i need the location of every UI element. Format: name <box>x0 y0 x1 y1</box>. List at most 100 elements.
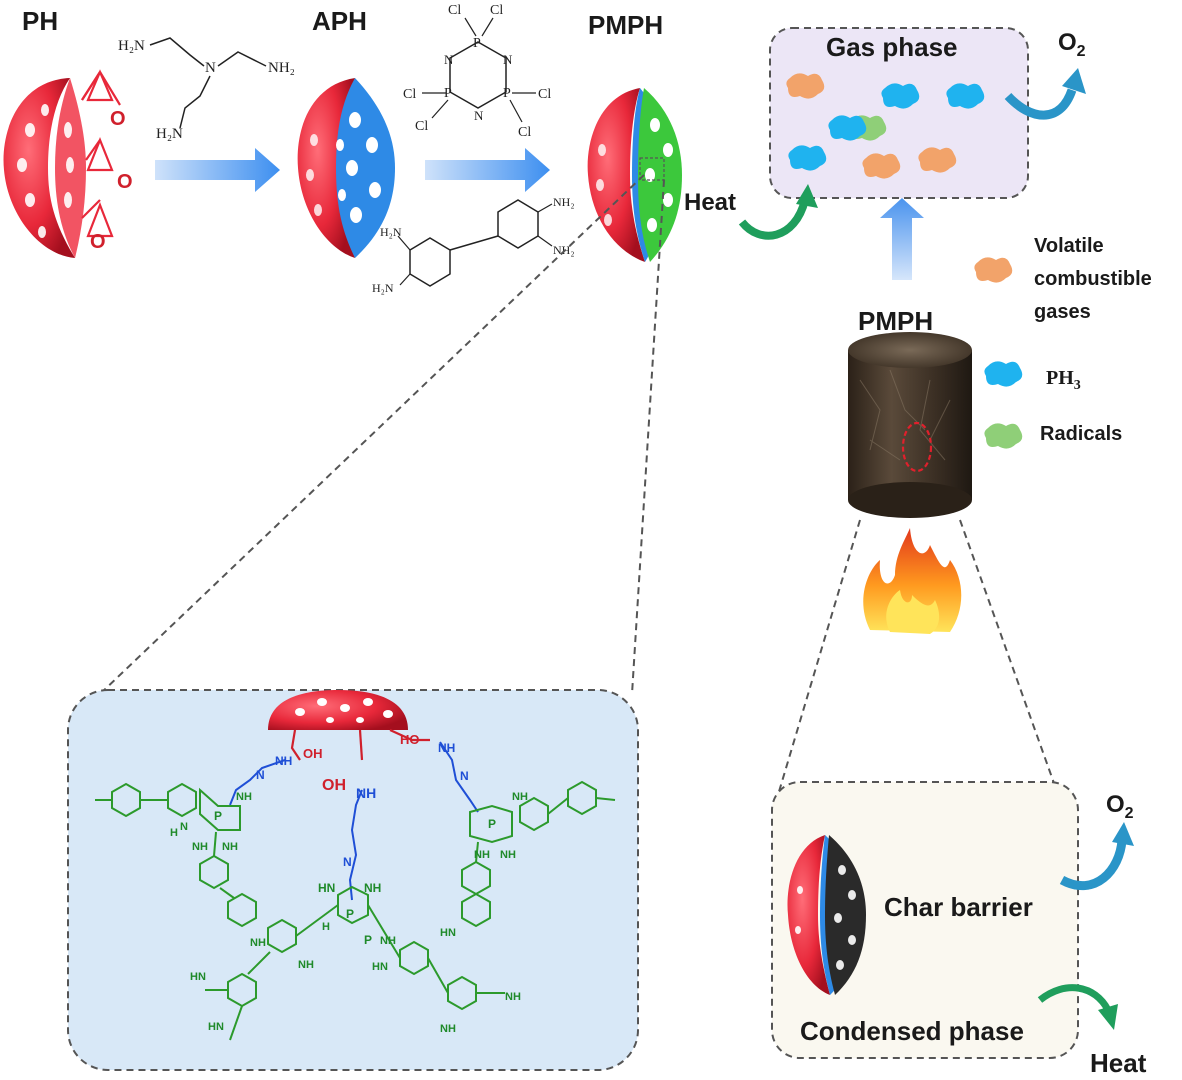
network-oh-2: OH <box>322 777 346 794</box>
pmph-hemisphere <box>587 88 682 262</box>
svg-text:HN: HN <box>440 927 456 939</box>
svg-text:O: O <box>90 231 106 253</box>
char-hemisphere <box>787 835 866 995</box>
hexachlorocyclotriphosphazene-structure: P P P N N N Cl Cl Cl Cl Cl Cl <box>403 3 551 140</box>
network-shell-cap <box>268 690 408 730</box>
heat-blocked-arrow <box>1037 984 1112 1012</box>
svg-text:PH3: PH3 <box>1046 367 1081 393</box>
svg-text:NH: NH <box>512 791 528 803</box>
label-pmph-top: PMPH <box>588 10 663 40</box>
condensed-phase-box <box>771 781 1079 1059</box>
network-center-unit <box>205 885 505 1041</box>
svg-text:P: P <box>214 809 222 823</box>
svg-text:H₂N: H₂N <box>380 225 402 239</box>
svg-text:Cl: Cl <box>518 125 531 140</box>
svg-text:NH: NH <box>192 841 208 853</box>
legend-ph3-swatch <box>984 361 1023 387</box>
heat-arrow-top <box>738 198 809 240</box>
svg-text:P: P <box>503 86 511 101</box>
char-barrier-label: Char barrier <box>884 892 1033 922</box>
zoom-line-cond-left <box>774 519 861 806</box>
heat-label-top: Heat <box>684 189 736 216</box>
svg-text:H₂N: H₂N <box>372 281 394 295</box>
svg-text:P: P <box>444 86 452 101</box>
svg-text:H₂N: H₂N <box>118 38 145 54</box>
svg-text:Cl: Cl <box>403 87 416 102</box>
svg-text:Radicals: Radicals <box>1040 423 1122 445</box>
svg-text:NH: NH <box>474 849 490 861</box>
legend-volatile-swatch <box>974 257 1013 283</box>
legend: Volatile combustible gases PH3 Radicals <box>974 235 1152 449</box>
svg-text:N: N <box>343 855 352 869</box>
svg-text:HN: HN <box>372 961 388 973</box>
gas-phase-title: Gas phase <box>826 32 958 62</box>
aph-hemisphere <box>297 78 395 258</box>
svg-text:P: P <box>488 817 496 831</box>
svg-text:Volatile: Volatile <box>1034 235 1104 257</box>
svg-text:NH: NH <box>250 937 266 949</box>
network-detail-box <box>67 689 639 1071</box>
svg-text:NH: NH <box>356 785 376 801</box>
o2-blocked-arrow <box>1059 839 1127 891</box>
svg-text:NH: NH <box>275 754 292 768</box>
label-pmph-cylinder: PMPH <box>858 306 933 336</box>
amine-chains <box>229 741 479 901</box>
network-ho: HO <box>400 732 420 747</box>
svg-text:H: H <box>170 827 178 839</box>
svg-text:N: N <box>180 821 188 833</box>
condensed-phase-label: Condensed phase <box>800 1016 1024 1046</box>
amine-reagent-structure: H₂N N NH₂ H₂N <box>118 37 295 142</box>
zoom-line-left <box>99 174 645 695</box>
network-right-unit <box>461 780 616 928</box>
svg-text:NH₂: NH₂ <box>553 195 575 209</box>
gas-phase-particles <box>786 73 985 179</box>
ph-hemisphere: O O O <box>3 69 133 258</box>
o2-label-top: O2 <box>1058 29 1086 60</box>
synthesis-arrow-1 <box>155 148 280 192</box>
svg-text:HN: HN <box>318 881 335 895</box>
label-ph: PH <box>22 6 58 36</box>
rising-gas-arrow <box>880 198 924 280</box>
svg-text:NH: NH <box>364 881 381 895</box>
heat-label-bottom: Heat <box>1090 1048 1147 1078</box>
svg-text:H: H <box>322 921 330 933</box>
diaminobenzidine-structure: NH₂ NH₂ H₂N H₂N <box>372 195 575 295</box>
svg-text:N: N <box>474 108 484 123</box>
svg-text:H₂N: H₂N <box>156 126 183 142</box>
svg-text:Cl: Cl <box>490 3 503 18</box>
svg-text:NH: NH <box>380 935 396 947</box>
svg-text:P: P <box>346 907 354 921</box>
svg-text:N: N <box>256 768 265 782</box>
svg-text:NH: NH <box>500 849 516 861</box>
svg-text:NH: NH <box>222 841 238 853</box>
svg-text:NH₂: NH₂ <box>553 243 575 257</box>
svg-text:O: O <box>110 108 126 130</box>
legend-radicals-swatch <box>984 423 1023 449</box>
gas-phase-box <box>769 27 1029 199</box>
svg-text:gases: gases <box>1034 301 1091 323</box>
network-oh-1: OH <box>303 746 323 761</box>
fire-icon <box>863 528 962 634</box>
svg-text:NH: NH <box>505 991 521 1003</box>
svg-text:HN: HN <box>190 971 206 983</box>
svg-text:Cl: Cl <box>415 119 428 134</box>
svg-text:combustible: combustible <box>1034 268 1152 290</box>
svg-text:P: P <box>364 933 372 947</box>
svg-text:O: O <box>117 171 133 193</box>
svg-text:NH: NH <box>298 959 314 971</box>
svg-text:NH: NH <box>440 1023 456 1035</box>
label-aph: APH <box>312 6 367 36</box>
svg-text:NH₂: NH₂ <box>268 60 295 76</box>
svg-text:NH: NH <box>236 791 252 803</box>
svg-text:Cl: Cl <box>538 87 551 102</box>
o2-label-bottom: O2 <box>1106 791 1134 822</box>
hydroxyl-linkers <box>290 728 430 761</box>
svg-text:NH: NH <box>438 741 455 755</box>
synthesis-arrow-2 <box>425 148 550 192</box>
svg-text:Cl: Cl <box>448 3 461 18</box>
network-left-unit <box>95 782 257 928</box>
o2-escape-arrow-top <box>1004 88 1077 120</box>
svg-text:N: N <box>205 60 216 76</box>
svg-text:N: N <box>444 52 454 67</box>
